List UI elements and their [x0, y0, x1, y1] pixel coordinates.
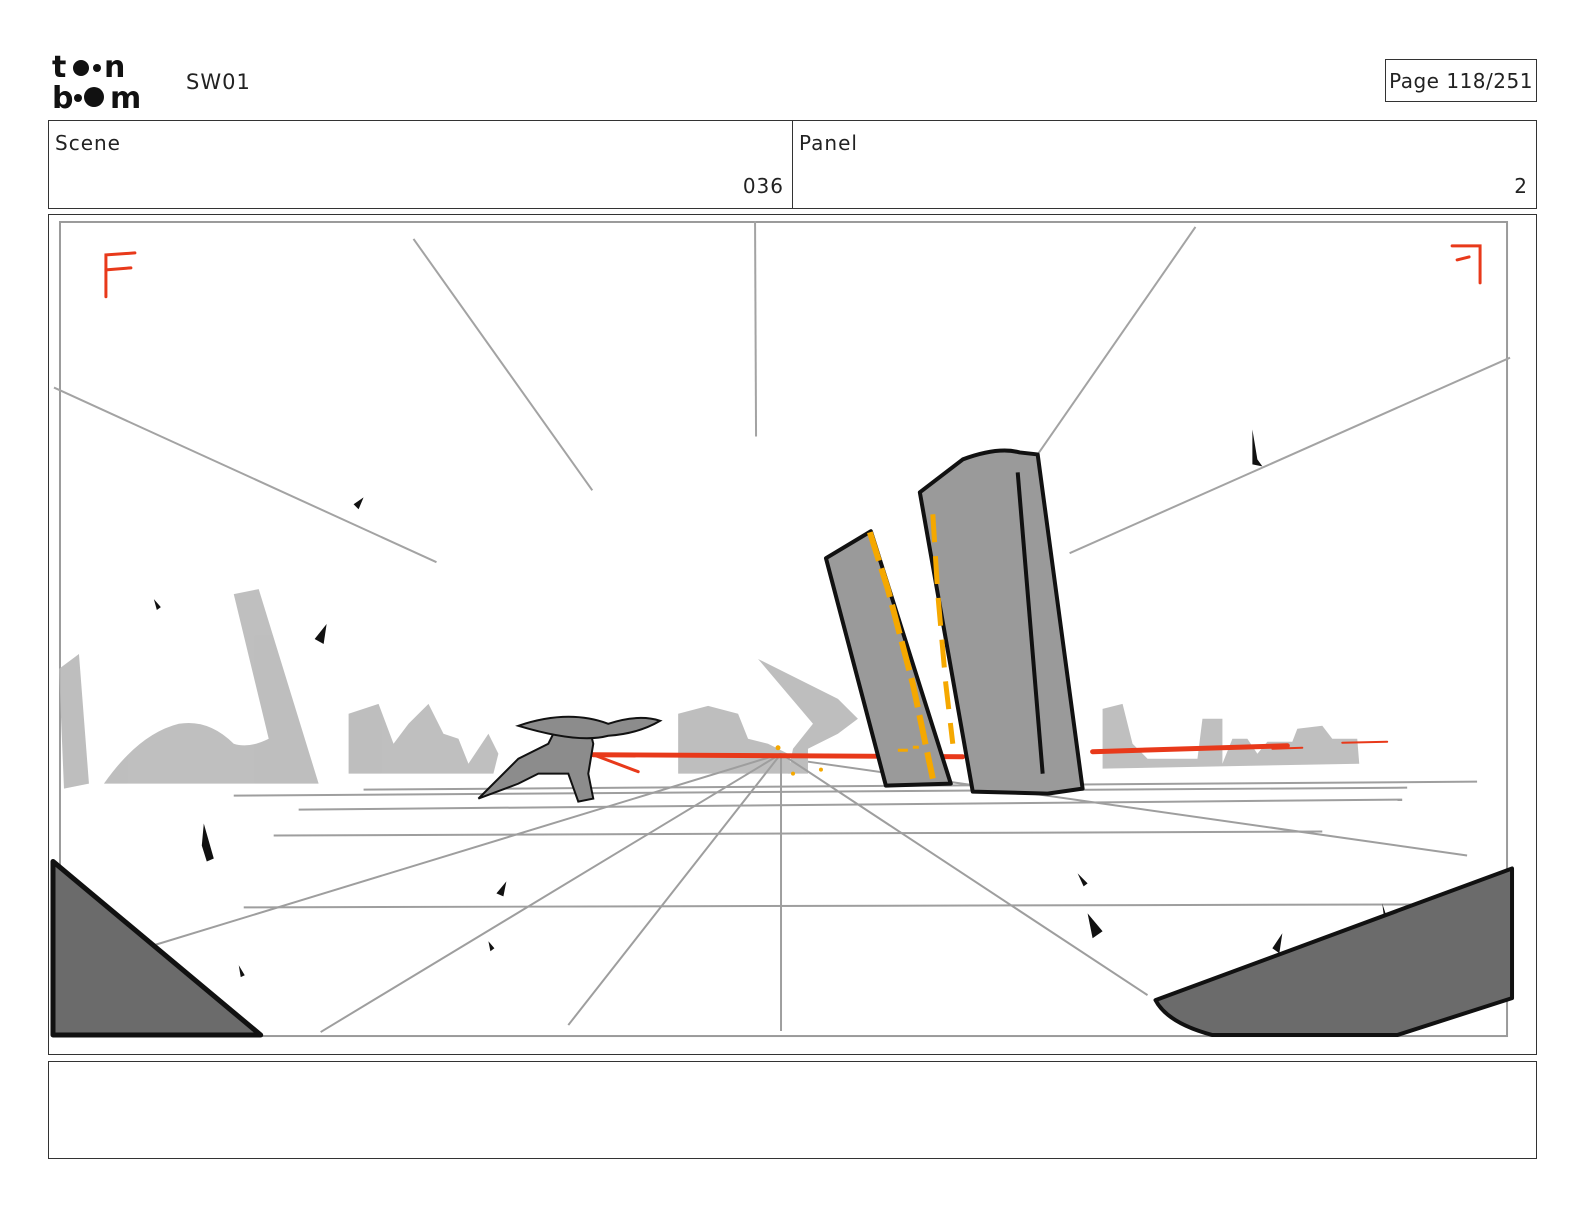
svg-text:m: m: [110, 81, 141, 112]
svg-text:b: b: [52, 81, 73, 112]
panel-cell: Panel 2: [792, 121, 1536, 208]
foreground-slab-right: [1153, 866, 1515, 1038]
project-name: SW01: [186, 70, 251, 94]
camera-safe-frame: [58, 220, 1509, 1038]
panel-notes: [48, 1061, 1537, 1159]
storyboard-drawing: [50, 220, 1515, 1038]
scene-number: 036: [742, 174, 784, 198]
toonboom-logo: t n b m: [52, 50, 141, 112]
svg-text:n: n: [104, 50, 125, 85]
storyboard-frame: [48, 214, 1537, 1055]
scene-cell: Scene 036: [49, 121, 792, 208]
panel-label: Panel: [799, 131, 858, 155]
debris: [153, 429, 1416, 978]
panel-number: 2: [1514, 174, 1528, 198]
character-figure: [477, 715, 663, 803]
burst-lines: [53, 220, 1511, 564]
sparks: [775, 745, 919, 776]
laser-streaks: [1090, 740, 1389, 755]
foreground-slab-left: [50, 858, 264, 1038]
pillars: [823, 448, 1085, 796]
svg-text:t: t: [52, 50, 66, 85]
corner-marks: [104, 244, 1482, 299]
background-rocks: [58, 589, 1360, 789]
scene-label: Scene: [55, 131, 121, 155]
page-indicator: Page 118/251: [1385, 59, 1537, 102]
scene-panel-header: Scene 036 Panel 2: [48, 120, 1537, 209]
